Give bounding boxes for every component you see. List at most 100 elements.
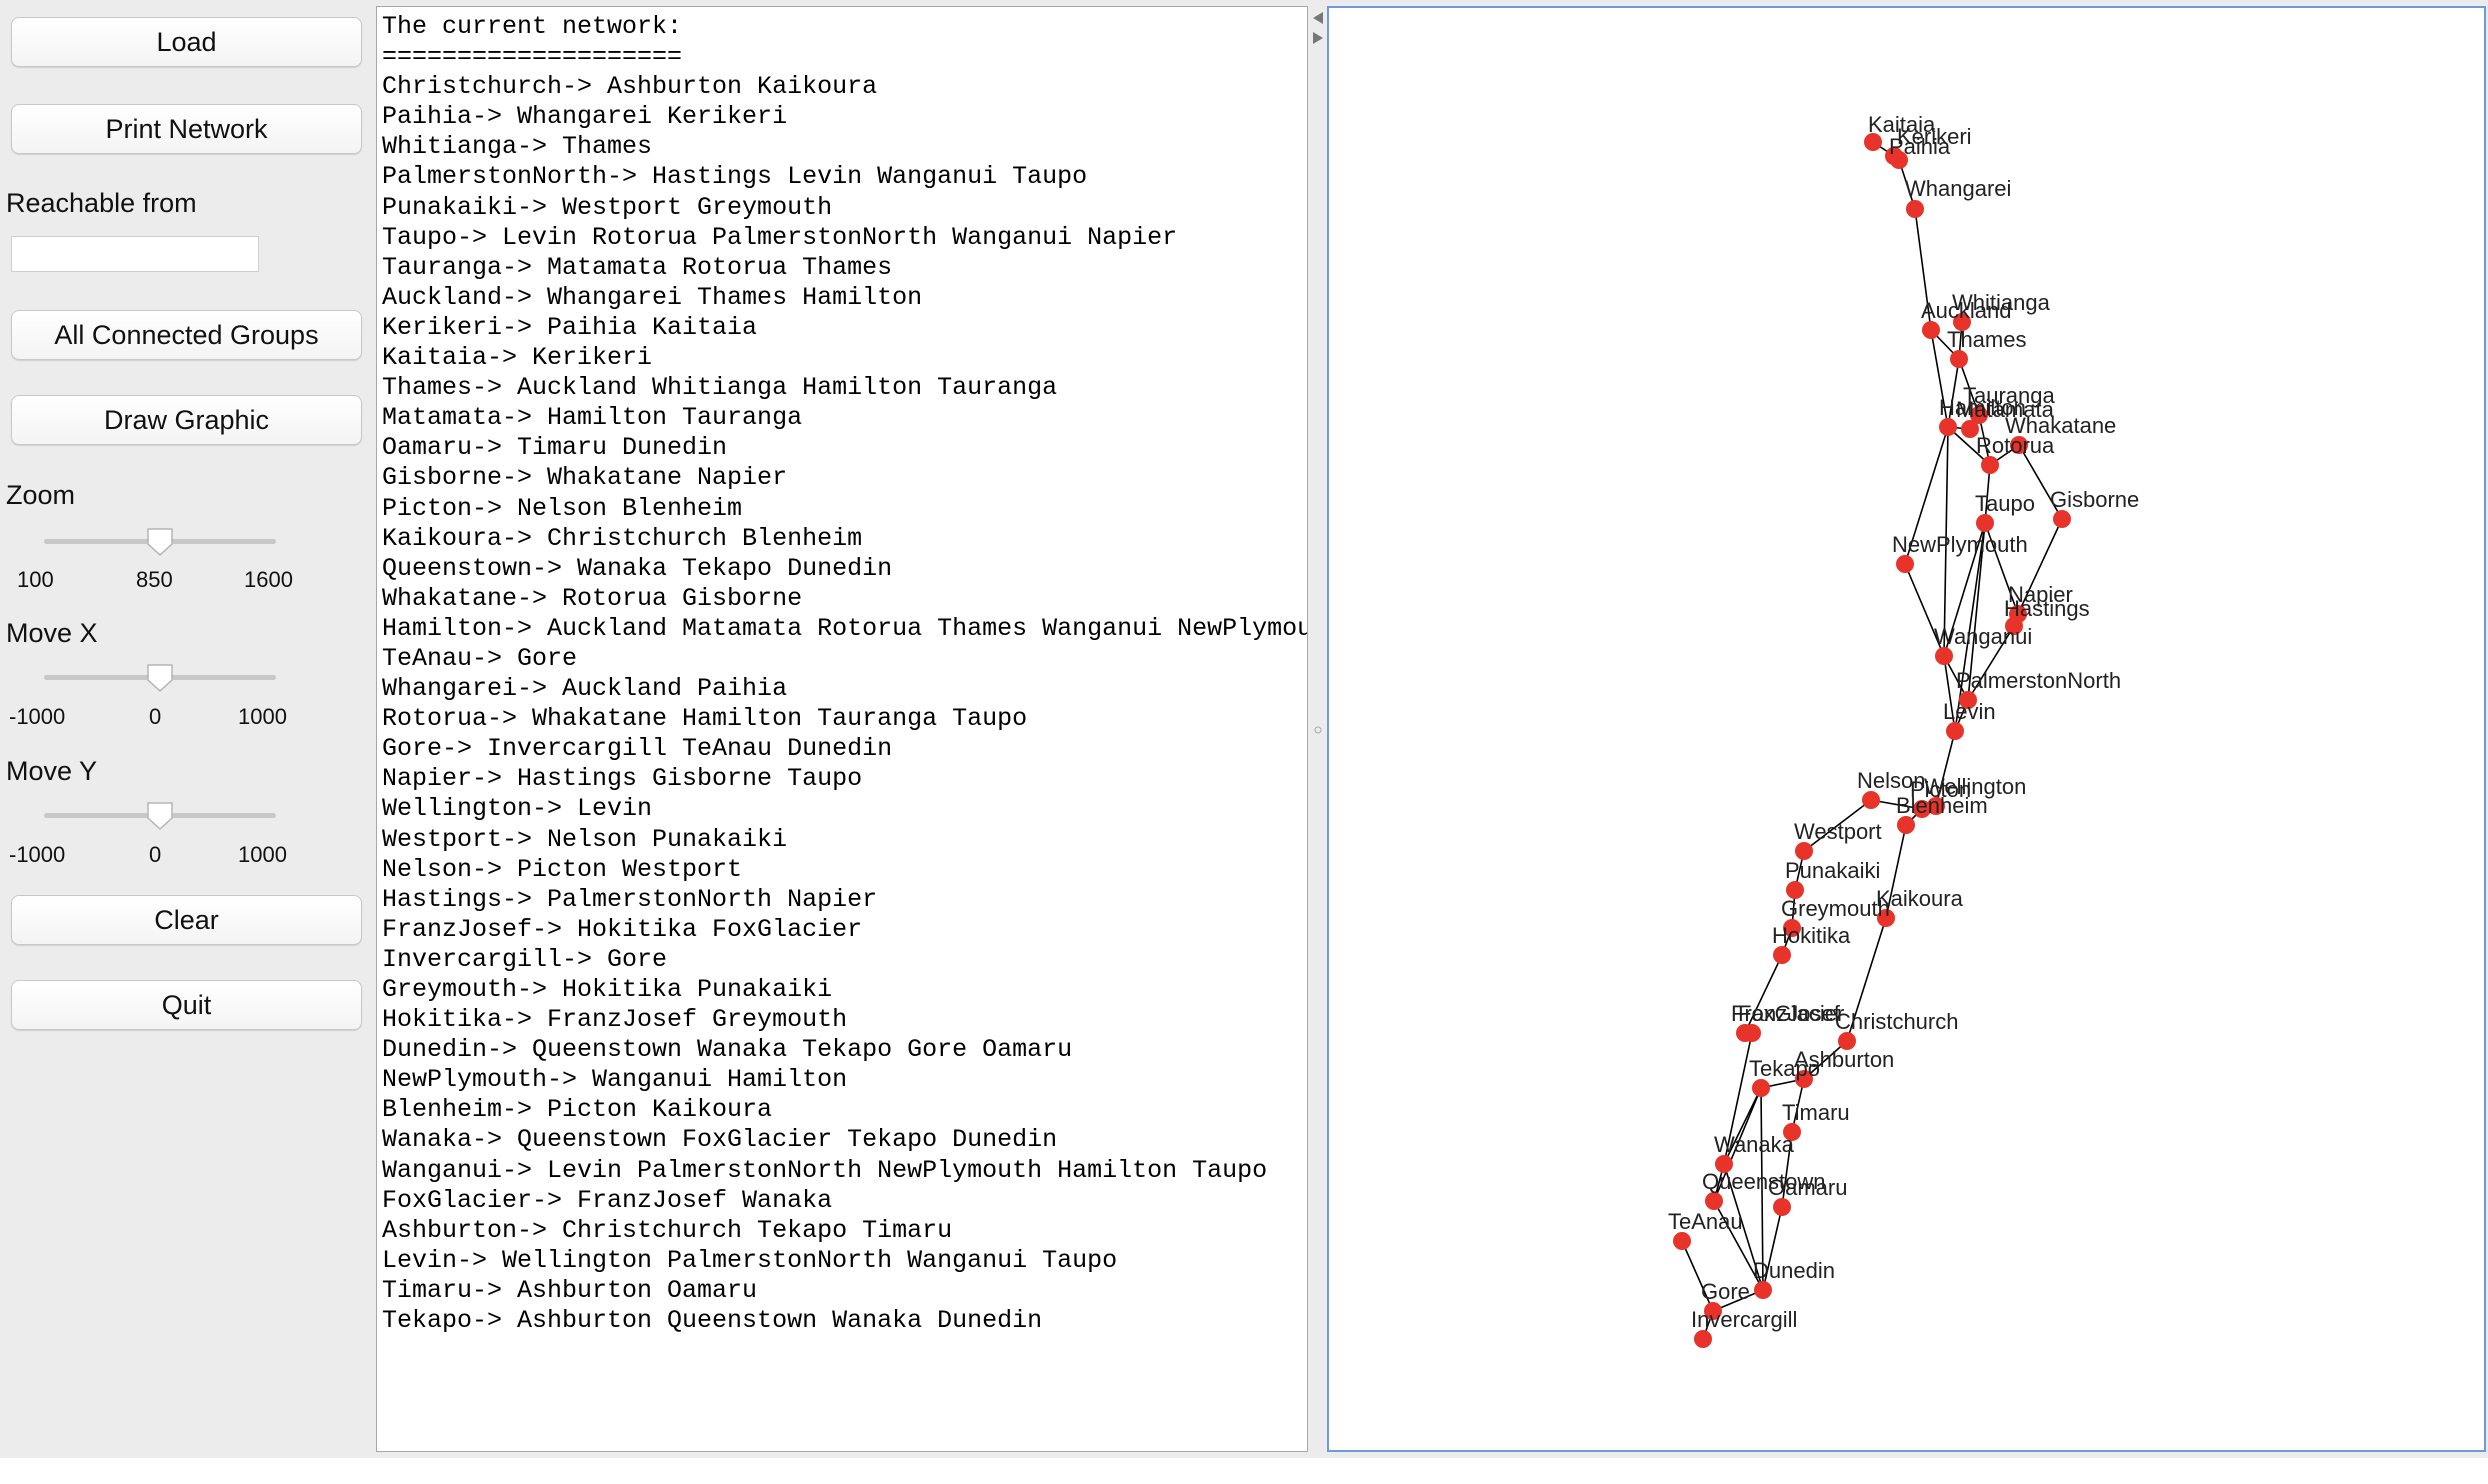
node-label-whitianga: Whitianga: [1952, 290, 2051, 315]
node-wanaka: [1715, 1155, 1733, 1173]
node-label-christchurch: Christchurch: [1835, 1009, 1958, 1034]
node-label-whangarei: Whangarei: [1905, 176, 2011, 201]
node-whangarei: [1906, 200, 1924, 218]
node-label-taupo: Taupo: [1975, 491, 2035, 516]
node-tekapo: [1752, 1079, 1770, 1097]
reachable-from-input[interactable]: [11, 236, 259, 272]
node-label-napier: Napier: [2008, 582, 2073, 607]
node-label-levin: Levin: [1943, 699, 1996, 724]
node-westport: [1795, 842, 1813, 860]
move-y-min-tick: -1000: [9, 842, 66, 867]
edge-queenstown-tekapo: [1713, 1087, 1762, 1202]
node-label-matamata: Matamata: [1956, 397, 2055, 422]
node-hokitika: [1773, 946, 1791, 964]
node-invercargill: [1694, 1330, 1712, 1348]
zoom-slider[interactable]: [44, 522, 276, 562]
edge-teanau-gore: [1681, 1240, 1714, 1312]
edge-queenstown-dunedin: [1713, 1200, 1764, 1291]
edge-auckland-whangarei: [1914, 208, 1932, 331]
edge-hamilton-wanganui: [1943, 426, 1949, 657]
move-y-slider-thumb[interactable]: [145, 800, 175, 832]
node-timaru: [1783, 1123, 1801, 1141]
edge-wellington-levin: [1935, 730, 1956, 807]
node-blenheim: [1897, 816, 1915, 834]
draw-graphic-button[interactable]: Draw Graphic: [11, 395, 362, 445]
node-greymouth: [1783, 919, 1801, 937]
node-label-dunedin: Dunedin: [1753, 1258, 1835, 1283]
move-x-mid-tick: 0: [149, 704, 162, 729]
edge-wanaka-foxglacier: [1723, 1032, 1753, 1165]
node-label-kerikeri: Kerikeri: [1897, 124, 1972, 149]
node-label-timaru: Timaru: [1782, 1100, 1850, 1125]
edge-dunedin-wanaka: [1723, 1163, 1764, 1291]
node-foxglacier: [1743, 1024, 1761, 1042]
move-y-slider[interactable]: [44, 796, 276, 836]
node-picton: [1913, 800, 1931, 818]
zoom-slider-thumb[interactable]: [145, 526, 175, 558]
network-text-output[interactable]: The current network: ===================…: [376, 6, 1308, 1452]
node-label-hastings: Hastings: [2004, 596, 2090, 621]
node-label-foxglacier: FoxGlacier: [1738, 1001, 1844, 1026]
node-gore: [1704, 1302, 1722, 1320]
node-label-paihia: Paihia: [1889, 134, 1951, 159]
node-label-nelson: Nelson: [1857, 768, 1925, 793]
all-connected-groups-button[interactable]: All Connected Groups: [11, 310, 362, 360]
node-punakaiki: [1786, 881, 1804, 899]
edge-ashburton-timaru: [1791, 1078, 1805, 1133]
load-button[interactable]: Load: [11, 17, 362, 67]
edge-wanaka-tekapo: [1723, 1087, 1762, 1165]
node-thames: [1950, 350, 1968, 368]
print-network-button[interactable]: Print Network: [11, 104, 362, 154]
move-y-mid-tick: 0: [149, 842, 162, 867]
split-pane-divider[interactable]: [1310, 4, 1326, 1456]
node-kaikoura: [1877, 909, 1895, 927]
node-christchurch: [1838, 1032, 1856, 1050]
quit-button[interactable]: Quit: [11, 980, 362, 1030]
node-label-queenstown: Queenstown: [1702, 1169, 1826, 1194]
edge-dunedin-tekapo: [1760, 1087, 1764, 1291]
node-label-rotorua: Rotorua: [1976, 433, 2055, 458]
node-rotorua: [1981, 456, 1999, 474]
move-x-slider[interactable]: [44, 658, 276, 698]
node-label-tauranga: Tauranga: [1963, 383, 2056, 408]
edge-taupo-wanganui: [1943, 522, 1986, 657]
node-label-tekapo: Tekapo: [1749, 1056, 1820, 1081]
node-matamata: [1961, 420, 1979, 438]
node-wanganui: [1935, 647, 1953, 665]
edge-oamaru-timaru: [1781, 1131, 1793, 1208]
zoom-min-tick: 100: [17, 567, 54, 592]
splitter-arrows-icon[interactable]: [1310, 4, 1326, 1456]
node-label-kaikoura: Kaikoura: [1876, 886, 1964, 911]
move-x-slider-thumb[interactable]: [145, 662, 175, 694]
node-paihia: [1890, 151, 1908, 169]
node-label-palmerstonnorth: PalmerstonNorth: [1956, 668, 2121, 693]
node-label-gore: Gore: [1701, 1279, 1750, 1304]
edge-thames-hamilton: [1947, 358, 1960, 428]
node-label-wanaka: Wanaka: [1714, 1132, 1795, 1157]
node-label-teanau: TeAnau: [1668, 1209, 1743, 1234]
edge-palmerstonnorth-taupo: [1967, 522, 1986, 701]
move-x-max-tick: 1000: [238, 704, 287, 729]
move-x-min-tick: -1000: [9, 704, 66, 729]
edge-kaikoura-blenheim: [1885, 824, 1907, 919]
zoom-max-tick: 1600: [244, 567, 293, 592]
node-whitianga: [1953, 313, 1971, 331]
edge-hamilton-newplymouth: [1904, 426, 1949, 565]
node-label-kaitaia: Kaitaia: [1868, 112, 1936, 137]
move-y-label: Move Y: [6, 756, 98, 786]
node-dunedin: [1754, 1281, 1772, 1299]
node-label-westport: Westport: [1794, 819, 1882, 844]
node-teanau: [1673, 1232, 1691, 1250]
node-label-ashburton: Ashburton: [1794, 1047, 1894, 1072]
node-label-greymouth: Greymouth: [1781, 896, 1890, 921]
node-label-picton: Picton: [1910, 777, 1971, 802]
control-panel: Load Print Network Reachable from All Co…: [0, 0, 372, 1458]
reachable-from-label: Reachable from: [6, 188, 197, 218]
edge-tauranga-thames: [1958, 358, 1980, 416]
node-label-newplymouth: NewPlymouth: [1892, 532, 2028, 557]
clear-button[interactable]: Clear: [11, 895, 362, 945]
node-label-wanganui: Wanganui: [1934, 624, 2032, 649]
node-label-gisborne: Gisborne: [2050, 487, 2139, 512]
edge-newplymouth-wanganui: [1904, 563, 1945, 657]
